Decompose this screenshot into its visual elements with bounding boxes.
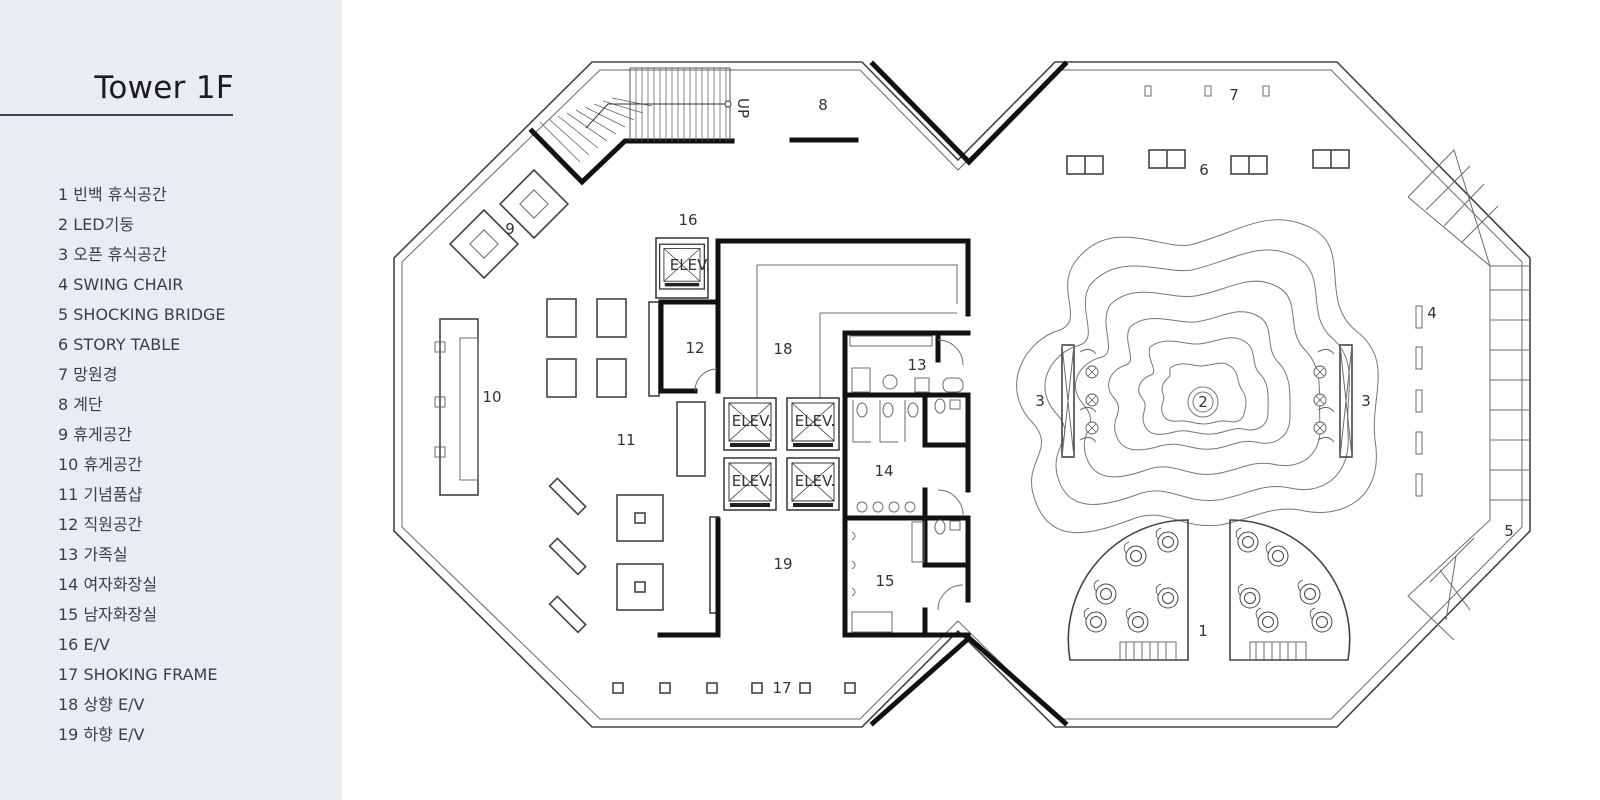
legend-list: 1 빈백 휴식공간 2 LED기둥 3 오픈 휴식공간 4 SWING CHAI…: [58, 180, 226, 750]
legend-item: 1 빈백 휴식공간: [58, 185, 167, 204]
title-underline: [0, 114, 233, 116]
room-number-15: 15: [875, 572, 894, 590]
room-number-14: 14: [874, 462, 893, 480]
legend-item: 4 SWING CHAIR: [58, 275, 184, 294]
room-number-6: 6: [1199, 161, 1209, 179]
elevators: ELEV. ELEV. ELEV. ELEV. ELEV.: [655, 237, 840, 511]
legend-item: 8 계단: [58, 395, 103, 414]
swing-chairs: [1415, 305, 1423, 497]
room-number-3: 3: [1035, 392, 1045, 410]
room-number-7: 7: [1229, 86, 1239, 104]
stairs-up-label: UP: [734, 98, 752, 118]
room-number-16: 16: [678, 211, 697, 229]
legend-item: 6 STORY TABLE: [58, 335, 181, 354]
legend-item: 19 하향 E/V: [58, 725, 145, 744]
floor-plan: UP: [393, 60, 1531, 728]
south-chevron-wall: [869, 634, 1069, 727]
contour-garden: [1016, 219, 1379, 534]
room-number-13: 13: [907, 356, 926, 374]
legend-panel: Tower 1F 1 빈백 휴식공간 2 LED기둥 3 오픈 휴식공간 4 S…: [0, 0, 342, 800]
room-number-17: 17: [772, 679, 791, 697]
legend-item: 12 직원공간: [58, 515, 143, 534]
room-number-10: 10: [482, 388, 501, 406]
story-tables: [1066, 149, 1350, 175]
legend-item: 16 E/V: [58, 635, 110, 654]
page-title: Tower 1F: [94, 70, 234, 106]
elevator-label: ELEV.: [795, 412, 835, 430]
open-lounge-seating: [1061, 344, 1353, 458]
room-number-19: 19: [773, 555, 792, 573]
elevator-label: ELEV.: [732, 472, 772, 490]
legend-item: 10 휴게공간: [58, 455, 143, 474]
legend-item: 5 SHOCKING BRIDGE: [58, 305, 226, 324]
legend-item: 15 남자화장실: [58, 605, 158, 624]
room-number-9: 9: [505, 220, 515, 238]
room-number-11: 11: [616, 431, 635, 449]
stairs: UP: [528, 67, 752, 186]
room-numbers: 1 2 3 3 4 5 6 7 8 9 10 11 12 13 14 15 16…: [482, 86, 1513, 697]
legend-item: 2 LED기둥: [58, 215, 135, 234]
room-number-2: 2: [1198, 393, 1208, 411]
beanbag-lounge: [1067, 519, 1351, 661]
restroom-fixtures: [849, 335, 964, 633]
legend-item: 9 휴게공간: [58, 425, 133, 444]
room-number-5: 5: [1504, 522, 1514, 540]
legend-item: 14 여자화장실: [58, 575, 158, 594]
room-number-3: 3: [1361, 392, 1371, 410]
room-number-8: 8: [818, 96, 828, 114]
legend-item: 7 망원경: [58, 365, 118, 384]
legend-item: 3 오픈 휴식공간: [58, 245, 167, 264]
elevator-label: ELEV.: [732, 412, 772, 430]
north-chevron-wall: [869, 60, 1069, 166]
elevator-label: ELEV.: [670, 256, 710, 274]
shoking-frames: [612, 682, 856, 694]
core-walls: [657, 238, 971, 638]
legend-item: 18 상향 E/V: [58, 695, 145, 714]
elevator-label: ELEV.: [795, 472, 835, 490]
lounge-squares: [448, 168, 570, 280]
legend-item: 11 기념품샵: [58, 485, 143, 504]
telescopes: [1144, 85, 1270, 97]
room-number-4: 4: [1427, 304, 1437, 322]
legend-item: 17 SHOKING FRAME: [58, 665, 218, 684]
lounge-bench: [434, 318, 479, 496]
room-number-18: 18: [773, 340, 792, 358]
room-number-12: 12: [685, 339, 704, 357]
shocking-bridge: [1407, 149, 1530, 641]
legend-item: 13 가족실: [58, 545, 128, 564]
room-number-1: 1: [1198, 622, 1208, 640]
